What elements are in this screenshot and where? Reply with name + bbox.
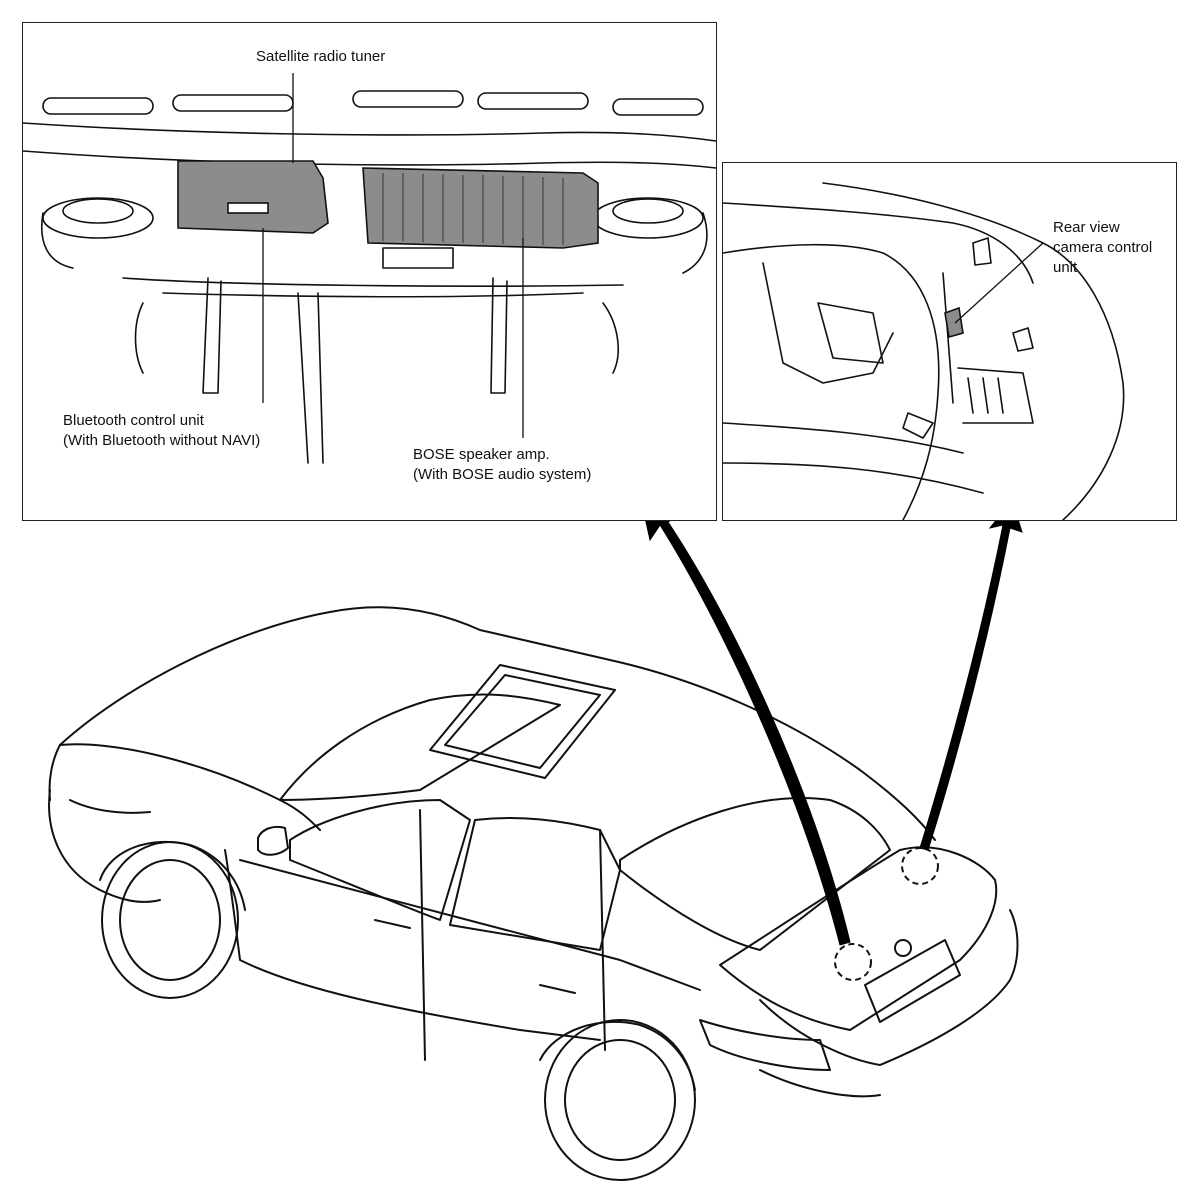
label-bluetooth-line1: Bluetooth control unit xyxy=(63,412,204,429)
label-camera-line2: camera control xyxy=(1053,239,1153,256)
label-rear-view-camera-unit: Rear view camera control unit xyxy=(1053,218,1152,278)
arrow-to-camera-panel xyxy=(919,498,1023,851)
camera-location-marker xyxy=(901,847,939,885)
bluetooth-control-unit xyxy=(177,160,329,234)
trunk-detail-panel: Satellite radio tuner Bluetooth control … xyxy=(22,22,717,521)
bose-speaker-amp xyxy=(362,167,599,249)
label-camera-line3: unit xyxy=(1053,259,1078,276)
car-windshield xyxy=(279,693,561,801)
label-satellite-radio-tuner: Satellite radio tuner xyxy=(256,47,385,67)
car-license-plate xyxy=(864,939,961,1023)
label-bose-line2: (With BOSE audio system) xyxy=(413,466,592,483)
car-rear-bumper xyxy=(759,909,1019,1066)
label-bluetooth-control-unit: Bluetooth control unit (With Bluetooth w… xyxy=(63,411,260,451)
label-camera-line1: Rear view xyxy=(1053,219,1120,236)
trunk-lid-drawing xyxy=(723,182,1125,520)
car-mirror xyxy=(257,825,289,856)
label-bluetooth-line2: (With Bluetooth without NAVI) xyxy=(63,432,261,449)
leader-camera-unit xyxy=(954,242,1044,324)
car-side-body xyxy=(224,849,601,1041)
amp-location-marker xyxy=(834,943,872,981)
car-front-left xyxy=(48,744,61,801)
car-front-bumper xyxy=(48,789,161,903)
car-roof-outline xyxy=(59,606,936,841)
car-rear-glass xyxy=(619,797,891,951)
car-front-wheel xyxy=(101,841,239,999)
camera-control-unit xyxy=(944,306,964,339)
camera-detail-panel: Rear view camera control unit xyxy=(722,162,1177,521)
car-front-window xyxy=(289,799,471,921)
arrow-to-trunk-panel xyxy=(639,494,851,946)
car-hood xyxy=(59,743,321,831)
label-bose-speaker-amp: BOSE speaker amp. (With BOSE audio syste… xyxy=(413,445,591,485)
label-satellite-text: Satellite radio tuner xyxy=(256,48,386,65)
label-bose-line1: BOSE speaker amp. xyxy=(413,446,550,463)
car-rear-wheel xyxy=(544,1019,696,1181)
trunk-interior-drawing xyxy=(23,73,716,464)
car-sunroof xyxy=(429,664,616,779)
car-rear-window xyxy=(449,817,621,951)
